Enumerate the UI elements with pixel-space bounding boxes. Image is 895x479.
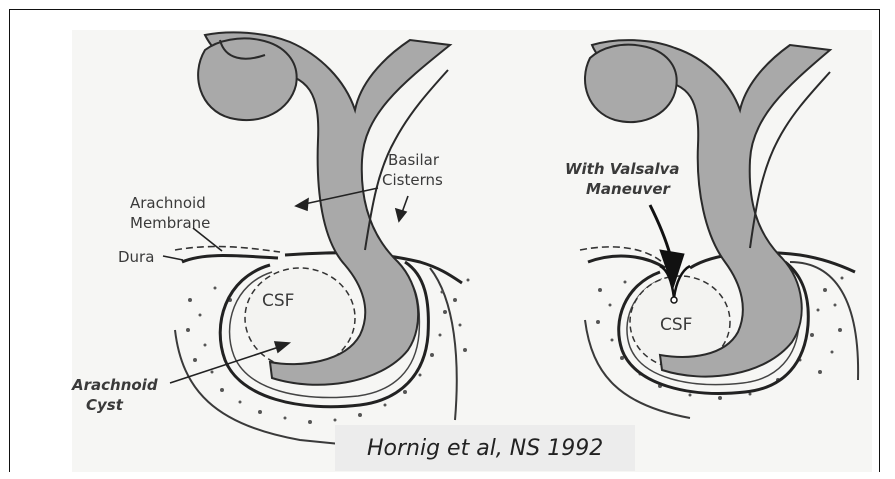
label-arachnoid-cyst-2: Cyst — [86, 396, 124, 414]
label-csf-left: CSF — [262, 291, 294, 311]
left-upper-bulb — [198, 38, 297, 120]
label-arachnoid-membrane-1: Arachnoid — [130, 194, 206, 212]
label-maneuver: Maneuver — [586, 180, 672, 198]
citation-box: Hornig et al, NS 1992 — [335, 425, 635, 471]
label-dura: Dura — [118, 248, 154, 266]
label-arachnoid-cyst-1: Arachnoid — [71, 376, 158, 394]
valsalva-point — [671, 297, 677, 303]
label-cisterns: Cisterns — [382, 171, 443, 189]
right-upper-bulb — [585, 45, 677, 122]
label-basilar: Basilar — [388, 151, 440, 169]
label-arachnoid-membrane-2: Membrane — [130, 214, 210, 232]
label-csf-right: CSF — [660, 315, 692, 335]
label-with-valsalva: With Valsalva — [565, 160, 680, 178]
citation-text: Hornig et al, NS 1992 — [367, 436, 603, 461]
